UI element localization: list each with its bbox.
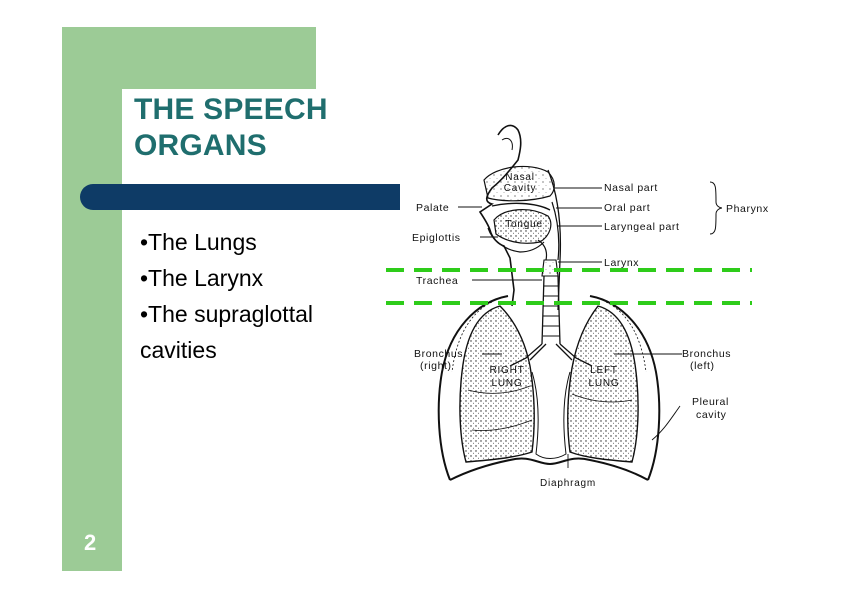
- label-bronchus-left-side: (left): [690, 360, 715, 372]
- heart-space: [531, 371, 571, 459]
- label-trachea: Trachea: [416, 275, 458, 287]
- label-tongue: Tongue: [505, 219, 543, 230]
- chest-wall: [437, 295, 661, 481]
- label-left-lung-1: LEFT: [590, 365, 618, 376]
- epiglottis: [537, 239, 548, 261]
- leader-lines: [458, 187, 682, 468]
- nasal-bridge: [501, 137, 513, 151]
- label-bronchus-right: Bronchus: [414, 348, 463, 360]
- left-green-band: [62, 27, 122, 571]
- label-oral-part: Oral part: [604, 202, 650, 214]
- label-nasal-part: Nasal part: [604, 182, 658, 194]
- bullet-lungs: •The Lungs: [140, 229, 257, 255]
- bullet-list: •The Lungs •The Larynx •The supraglottal…: [140, 224, 370, 368]
- right-lung: [459, 305, 535, 463]
- page-number: 2: [84, 530, 97, 555]
- label-palate: Palate: [416, 202, 449, 214]
- label-right-lung-2: LUNG: [492, 378, 523, 389]
- bullet-supraglottal: •The supraglottal: [140, 301, 313, 327]
- title-line-2: ORGANS: [134, 129, 267, 162]
- tongue: [493, 209, 552, 244]
- bullet-larynx: •The Larynx: [140, 265, 264, 291]
- diaphragm: [449, 457, 649, 481]
- title-line-1: THE SPEECH: [134, 93, 328, 126]
- left-lung: [567, 305, 639, 463]
- label-pleural-cavity: cavity: [696, 409, 727, 421]
- divider-bar: [80, 184, 400, 210]
- label-diaphragm: Diaphragm: [540, 478, 596, 489]
- pharynx-wall: [551, 201, 560, 261]
- pharynx-brace: [709, 181, 723, 235]
- trachea-rings: [543, 285, 560, 337]
- speech-organs-diagram: Nasal Cavity Tongue Palate Epiglottis Tr…: [386, 124, 769, 489]
- label-left-lung-2: LUNG: [589, 378, 620, 389]
- label-larynx: Larynx: [604, 257, 639, 269]
- bullet-cavities: cavities: [140, 337, 217, 363]
- palate-line: [491, 202, 551, 211]
- label-cavity: Cavity: [504, 183, 537, 194]
- nasal-cavity: [483, 165, 555, 202]
- jaw: [487, 227, 545, 253]
- label-nasal: Nasal: [505, 172, 535, 183]
- label-bronchus-right-side: (right): [420, 360, 452, 372]
- label-pharynx: Pharynx: [726, 203, 769, 215]
- label-bronchus-left: Bronchus: [682, 348, 731, 360]
- trachea: [541, 275, 561, 345]
- label-epiglottis: Epiglottis: [412, 232, 461, 244]
- label-right-lung-1: RIGHT: [489, 365, 524, 376]
- label-pleural: Pleural: [692, 396, 729, 408]
- label-laryngeal-part: Laryngeal part: [604, 221, 680, 233]
- slide-title: THE SPEECH ORGANS: [134, 92, 328, 164]
- top-green-block: [62, 27, 316, 89]
- lung-lobe-lines: [467, 385, 633, 431]
- title-panel: [122, 89, 392, 183]
